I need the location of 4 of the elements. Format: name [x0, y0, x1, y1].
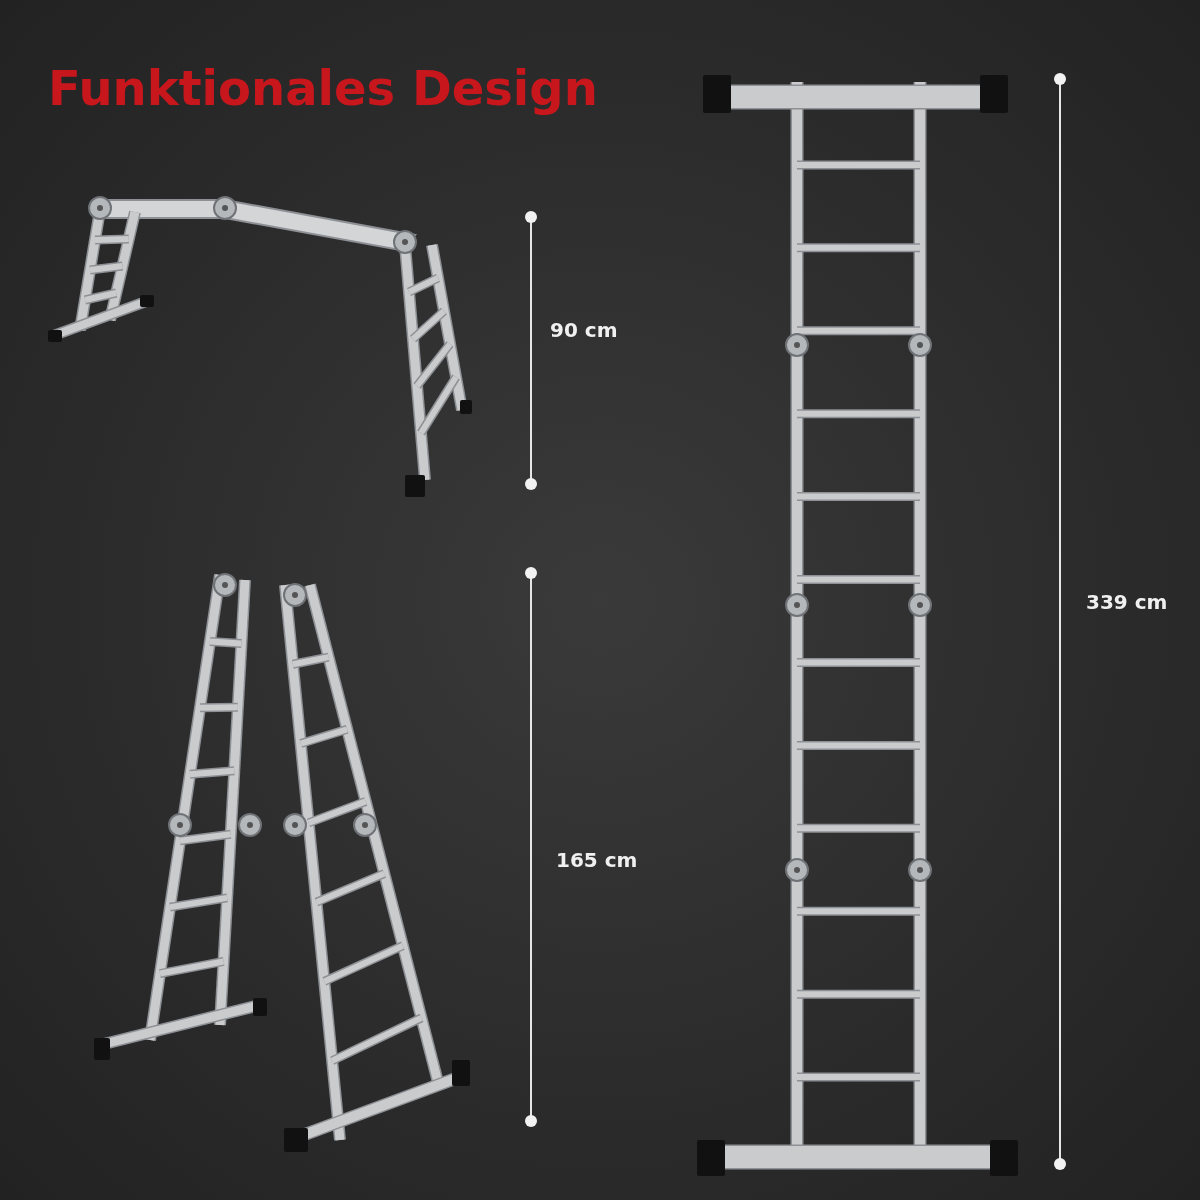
- dimension-label: 165 cm: [556, 848, 638, 872]
- dimension-label: 90 cm: [550, 318, 618, 342]
- dimension-label: 339 cm: [1086, 590, 1168, 614]
- title: Funktionales Design: [48, 62, 598, 115]
